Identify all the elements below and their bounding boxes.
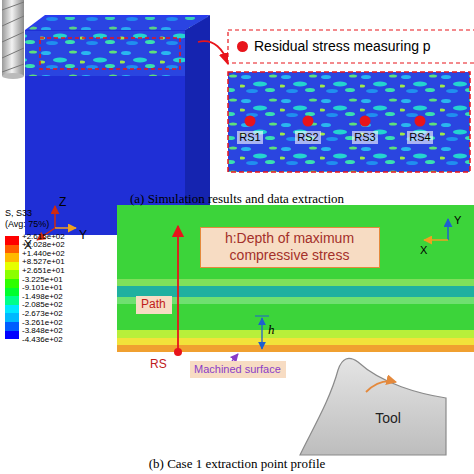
rotation-arrow (366, 381, 396, 392)
colorbar-band (5, 322, 19, 331)
measuring-point (303, 116, 314, 127)
flute-lines (2, 2, 24, 72)
measuring-point (360, 116, 371, 127)
legend-title: S, S33 (5, 208, 32, 218)
legend-value: -1.498e+02 (22, 292, 63, 301)
zoom-panel-text: RS3 (352, 131, 377, 144)
surface-label-box-text: Machined surface (194, 362, 282, 376)
legend-frame (228, 30, 474, 63)
axis-label: Y (79, 228, 87, 242)
point-label: RS (150, 357, 167, 371)
zoom-arrow (198, 41, 228, 64)
stress-band (117, 330, 474, 338)
figure-caption: (b) Case 1 extraction point profile (0, 456, 474, 471)
stress-profile (117, 205, 474, 361)
legend-subtitle: (Avg: 75%) (5, 219, 49, 229)
tool-node: Tool (300, 352, 446, 455)
legend-value: +2.651e+01 (22, 266, 65, 275)
axis-label: Z (59, 195, 66, 209)
depth-dimension (261, 318, 262, 349)
dimension-label: h (268, 322, 275, 337)
surface-label-box: Machined surface (190, 361, 286, 378)
depth-box: h:Depth of maximum compressive stress (200, 227, 380, 268)
zoom-panel-text: RS1 (237, 131, 262, 144)
stress-band (117, 338, 474, 345)
colorbar-band (5, 305, 19, 314)
extraction-path (177, 226, 179, 352)
legend-value: +2.028e+02 (22, 240, 65, 249)
legend-dot (237, 41, 248, 52)
end-mill (2, 0, 24, 79)
colorbar-band (5, 331, 19, 340)
profile-ground (117, 205, 474, 352)
stress-band (117, 279, 474, 286)
legend-value: -3.848e+02 (22, 326, 63, 335)
tool-node-text: Tool (375, 410, 401, 427)
tool-outline (300, 358, 446, 455)
figure-caption: (a) Simulation results and data extracti… (0, 191, 474, 206)
axis-label: Y (454, 214, 461, 227)
zoom-border (228, 72, 470, 172)
colorbar-band (5, 253, 19, 262)
legend-value: -3.225e+01 (22, 275, 63, 284)
legend-value: -2.673e+02 (22, 309, 63, 318)
colorbar-band (5, 245, 19, 254)
colorbar-band (5, 270, 19, 279)
zoom-view (228, 72, 470, 172)
zoom-texture (228, 72, 470, 172)
colorbar-band (5, 262, 19, 271)
measuring-point (245, 116, 256, 127)
path-label-box: Path (136, 296, 172, 314)
legend-value: -2.085e+02 (22, 300, 63, 309)
legend-value: +8.527e+01 (22, 257, 65, 266)
surface-leader (232, 354, 238, 361)
legend-value: -9.101e+01 (22, 283, 63, 292)
tool-shape (300, 358, 446, 455)
stress-band (117, 345, 474, 352)
cutter-body (2, 0, 24, 76)
measuring-point (415, 116, 426, 127)
depth-box-text: h:Depth of maximum compressive stress (207, 230, 372, 264)
y-axis (447, 219, 449, 240)
colorbar-band (5, 296, 19, 305)
path-label-box-text: Path (141, 297, 167, 312)
legend-value: -4.436e+02 (22, 335, 63, 344)
extraction-point (174, 348, 182, 356)
legend-value: -3.261e+02 (22, 318, 63, 327)
dimension-tick (255, 316, 269, 317)
colorbar-band (5, 288, 19, 297)
zoom-panel: RS1 RS2 RS3 RS4 (228, 72, 470, 172)
colorbar-band (5, 279, 19, 288)
colorbar-band (5, 236, 19, 245)
zoom-frame (40, 38, 180, 69)
legend-text: Residual stress measuring p (254, 38, 431, 55)
cutter-tip (2, 73, 24, 79)
zoom-panel-text: RS4 (407, 131, 432, 144)
x-axis (424, 239, 448, 241)
machined-texture (25, 31, 185, 76)
legend-value: +2.615e+02 (22, 232, 65, 241)
legend-value: +1.440e+02 (22, 249, 65, 258)
colorbar-band (5, 313, 19, 322)
machined-texture (27, 17, 208, 30)
block-top (25, 15, 210, 30)
zoom-panel-text: RS2 (295, 131, 320, 144)
axis-label: X (420, 244, 427, 257)
